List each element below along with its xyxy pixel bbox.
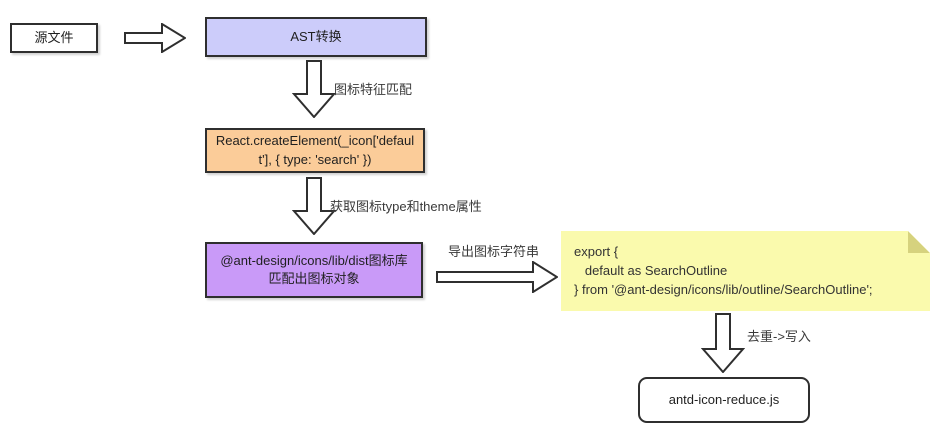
edge-label-export-string: 导出图标字符串 [448,244,540,259]
icon-match-node: @ant-design/icons/lib/dist图标库匹配出图标对象 [205,242,423,298]
edge-label-get-attrs: 获取图标type和theme属性 [330,199,482,214]
output-file-label: antd-icon-reduce.js [668,391,780,407]
ast-transform-label: AST转换 [290,28,342,44]
block-arrow-down-icon [292,60,336,118]
export-code-line2: default as SearchOutline [574,263,728,278]
block-arrow-down-icon [292,177,336,235]
block-arrow-down-icon [701,313,745,373]
react-create-element-label: React.createElement(_icon['default'], { … [215,133,415,167]
output-file-node: antd-icon-reduce.js [638,377,810,423]
note-folded-corner [908,231,930,253]
block-arrow-right-icon [436,261,558,293]
export-code-note: export { default as SearchOutline } from … [561,231,930,311]
export-code-text: export { default as SearchOutline } from … [574,242,873,299]
edge-label-feature-match: 图标特征匹配 [334,82,413,97]
icon-match-label: @ant-design/icons/lib/dist图标库匹配出图标对象 [220,252,408,286]
react-create-element-node: React.createElement(_icon['default'], { … [205,128,425,173]
export-code-line3: } from '@ant-design/icons/lib/outline/Se… [574,282,873,297]
source-file-label: 源文件 [34,29,74,45]
export-code-line1: export { [574,244,619,259]
edge-label-dedupe-write: 去重->写入 [747,329,811,344]
ast-transform-node: AST转换 [205,17,427,57]
block-arrow-right-icon [124,23,186,53]
source-file-node: 源文件 [10,23,98,53]
